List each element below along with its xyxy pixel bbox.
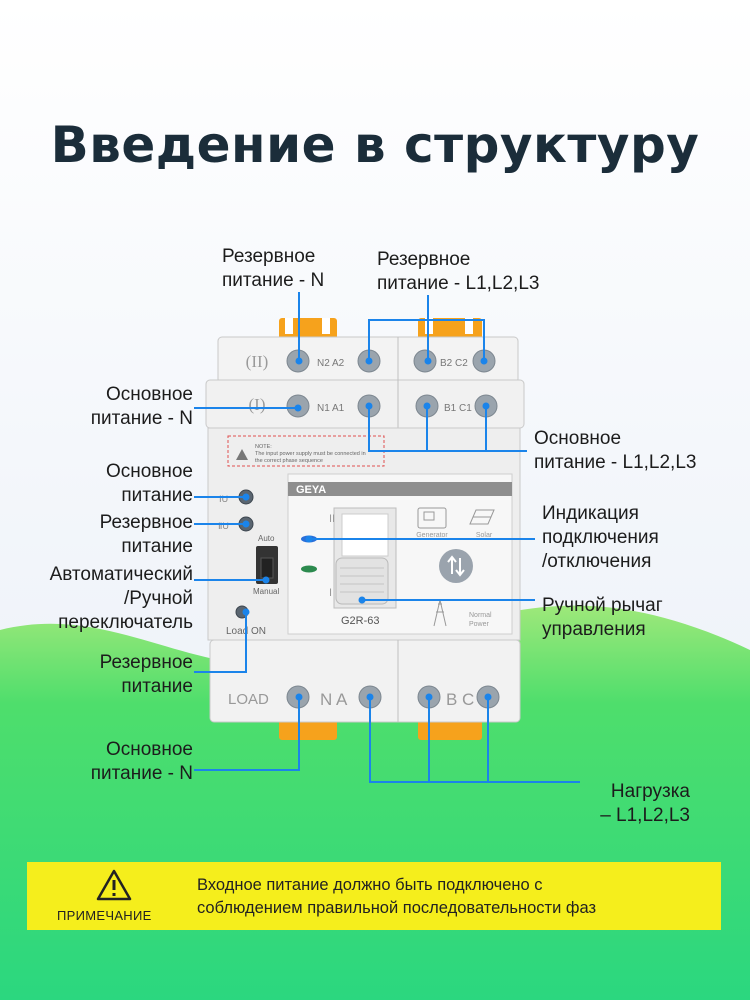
label-load: Нагрузка– L1,L2,L3 <box>600 781 690 826</box>
svg-text:II: II <box>329 513 335 525</box>
svg-text:B1 C1: B1 C1 <box>444 403 472 414</box>
svg-text:N A: N A <box>320 690 348 709</box>
svg-text:Generator: Generator <box>416 532 448 539</box>
svg-text:NOTE:: NOTE: <box>255 444 272 450</box>
svg-text:The input power supply must be: The input power supply must be connected… <box>255 451 366 457</box>
svg-text:Power: Power <box>469 621 490 628</box>
svg-text:Manual: Manual <box>253 587 279 596</box>
notice-text: Входное питание должно быть подключено с… <box>197 876 597 917</box>
svg-text:N1 A1: N1 A1 <box>317 403 345 414</box>
leader-dots <box>242 357 492 701</box>
svg-text:ⅡU: ⅡU <box>218 521 229 531</box>
svg-text:LOAD: LOAD <box>228 691 269 708</box>
svg-text:GEYA: GEYA <box>296 484 326 496</box>
svg-text:the correct phase sequence: the correct phase sequence <box>255 458 323 464</box>
svg-text:ⅠU: ⅠU <box>219 494 228 504</box>
svg-text:I: I <box>329 587 332 599</box>
svg-text:Solar: Solar <box>476 532 493 539</box>
warning-icon <box>96 869 132 901</box>
svg-text:Auto: Auto <box>258 534 275 543</box>
notice-heading: ПРИМЕЧАНИЕ <box>57 908 152 923</box>
svg-text:N2 A2: N2 A2 <box>317 358 345 369</box>
bottom-terminal-clips <box>279 718 482 740</box>
svg-text:Normal: Normal <box>469 612 492 619</box>
svg-text:(I): (I) <box>249 395 266 414</box>
svg-text:G2R-63: G2R-63 <box>341 615 380 627</box>
notice-banner: ПРИМЕЧАНИЕ Входное питание должно быть п… <box>27 862 721 930</box>
page-title: Введение в структуру <box>50 115 700 174</box>
leader-lines <box>194 292 580 783</box>
svg-text:B C: B C <box>446 690 474 709</box>
svg-text:(II): (II) <box>246 352 269 371</box>
svg-text:B2 C2: B2 C2 <box>440 358 468 369</box>
